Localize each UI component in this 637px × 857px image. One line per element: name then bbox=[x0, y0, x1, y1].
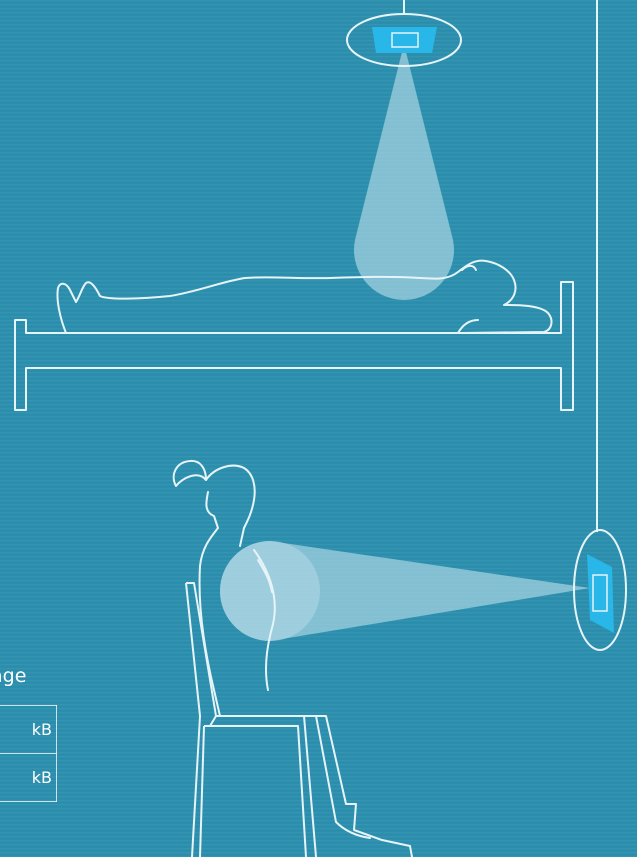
panel-heading: age bbox=[0, 663, 26, 689]
size-cell: kB bbox=[0, 754, 57, 802]
seated-person-icon bbox=[174, 461, 412, 857]
table-row: kB bbox=[0, 754, 57, 802]
size-table: kB kB bbox=[0, 705, 57, 802]
size-cell: kB bbox=[0, 706, 57, 754]
wall-sensor-icon bbox=[574, 530, 626, 650]
ceiling-beam bbox=[354, 44, 454, 300]
bed-icon bbox=[15, 282, 573, 410]
beam-source bbox=[220, 541, 320, 641]
lying-person-icon bbox=[57, 261, 551, 333]
table-row: kB bbox=[0, 706, 57, 754]
